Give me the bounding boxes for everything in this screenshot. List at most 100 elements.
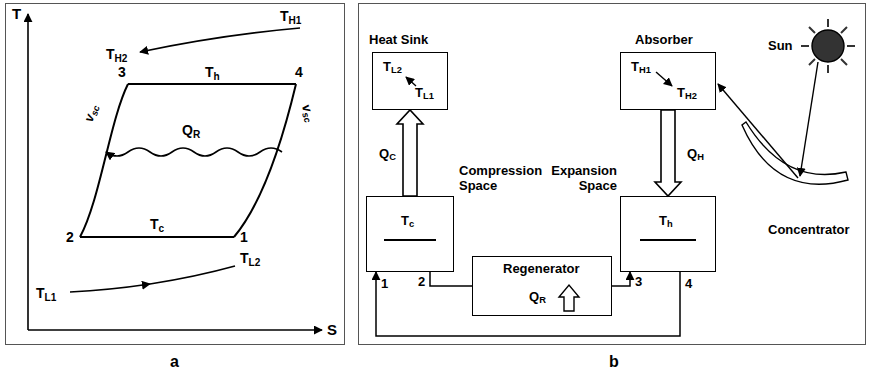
label: S: [327, 322, 337, 338]
box-text: TH1: [631, 59, 651, 78]
hot-source-curve: [140, 28, 300, 52]
edge-label: QC: [378, 146, 397, 165]
box-heading: Absorber: [635, 32, 693, 48]
subscript: H2: [685, 91, 697, 101]
edge-label: QH: [686, 146, 705, 165]
symbol: T: [415, 85, 423, 100]
subscript: h: [667, 219, 673, 229]
box-heading: a: [170, 354, 179, 370]
label: 1: [381, 276, 388, 292]
symbol: T: [631, 59, 639, 74]
s-axis: [28, 329, 322, 331]
subscript: sc: [300, 111, 313, 124]
label: vsc: [81, 102, 105, 125]
box-text: QR: [529, 289, 546, 308]
subscript: sc: [89, 104, 102, 117]
label: vsc: [295, 102, 319, 125]
label: Tc: [150, 216, 164, 237]
regenerator-box: RegeneratorQR: [472, 256, 612, 316]
symbol: T: [36, 285, 45, 301]
isochore-left: [80, 84, 128, 237]
symbol: T: [280, 8, 289, 24]
subscript: L1: [423, 91, 434, 101]
subscript: C: [389, 152, 396, 162]
subscript: R: [193, 129, 200, 140]
cold-sink-curve: [70, 284, 150, 292]
symbol: Q: [379, 146, 389, 161]
isotherm-cold: [80, 236, 234, 238]
box-text: TH2: [677, 85, 697, 104]
label: 4: [685, 276, 692, 292]
heat-flow-arrow: [559, 285, 579, 311]
piston-line: [384, 239, 436, 241]
label: 2: [418, 274, 425, 290]
sun-ray: [801, 19, 855, 73]
expansion-space-box: Expansion SpaceTh: [620, 196, 716, 272]
box-heading: b: [609, 354, 619, 370]
box-heading: Regenerator: [503, 261, 580, 277]
symbol: Q: [529, 289, 539, 304]
compression-space-box: Compression SpaceTc: [366, 196, 454, 272]
label: T: [12, 6, 21, 22]
symbol: Q: [182, 122, 193, 138]
label: TL1: [36, 285, 56, 306]
box-text: TL2: [383, 59, 402, 78]
sun-disc: [812, 30, 844, 62]
isochore-right: [234, 84, 296, 237]
symbol: T: [106, 46, 115, 62]
label: Concentrator: [768, 222, 850, 238]
subscript: L2: [249, 257, 261, 268]
box-text: Th: [659, 213, 673, 232]
connectors: [376, 110, 681, 336]
box-text: TL1: [415, 85, 434, 104]
subscript: H: [697, 152, 704, 162]
absorber-box: AbsorberTH1TH2: [620, 52, 716, 110]
heat-flow-arrow: [397, 110, 423, 196]
label: Th: [205, 64, 220, 85]
subscript: L1: [45, 292, 57, 303]
label: TL2: [240, 250, 260, 271]
isotherm-hot: [128, 83, 296, 85]
subscript: c: [409, 219, 414, 229]
sun-rays: [801, 19, 855, 73]
heat-flow-arrow: [655, 110, 681, 196]
regenerative-heat-wave: [106, 148, 282, 156]
symbol: T: [383, 59, 391, 74]
symbol: T: [150, 216, 159, 232]
symbol: T: [677, 85, 685, 100]
symbol: T: [240, 250, 249, 266]
heat-sink-box: Heat SinkTL2TL1: [372, 52, 448, 110]
label: QR: [182, 122, 200, 143]
subscript: h: [214, 71, 220, 82]
label: 4: [295, 64, 303, 80]
subscript: R: [539, 295, 546, 305]
piston-line: [640, 239, 696, 241]
box-text: Tc: [401, 213, 414, 232]
cold-sink-curve: [150, 266, 235, 284]
temperature-arrow: [406, 77, 416, 86]
label: 3: [635, 274, 642, 290]
label: TH2: [106, 46, 127, 67]
panel-frame: bHeat SinkTL2TL1AbsorberTH1TH2Compressio…: [358, 3, 866, 345]
symbol: T: [401, 213, 409, 228]
subscript: H1: [289, 15, 302, 26]
box-heading: Compression Space: [459, 163, 547, 193]
subscript: L2: [391, 65, 402, 75]
symbol: Q: [687, 146, 697, 161]
subscript: H2: [115, 53, 128, 64]
sun-ray-line: [800, 62, 818, 176]
label: 1: [240, 229, 248, 245]
temperature-arrow: [656, 72, 672, 86]
box-heading: Expansion Space: [547, 163, 617, 193]
symbol: T: [659, 213, 667, 228]
reflected-ray-line: [718, 84, 798, 178]
label: 3: [118, 64, 126, 80]
label: TH1: [280, 8, 301, 29]
symbol: T: [205, 64, 214, 80]
label: 2: [66, 229, 74, 245]
box-heading: Heat Sink: [369, 32, 428, 48]
subscript: c: [159, 223, 165, 234]
t-axis: [27, 14, 29, 330]
